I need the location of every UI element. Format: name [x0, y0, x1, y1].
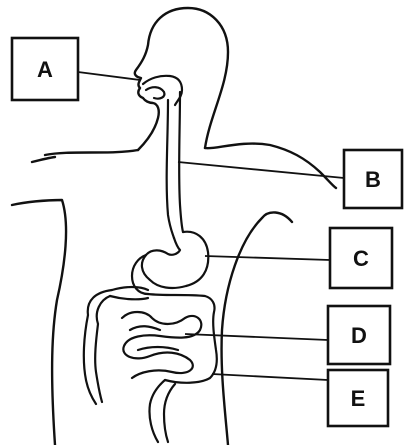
small-intestine	[122, 312, 201, 378]
label-text-e: E	[351, 386, 366, 411]
right-torso-side	[222, 212, 292, 445]
esophagus-front-wall	[167, 100, 174, 238]
label-text-d: D	[351, 323, 367, 348]
leader-line-d	[185, 334, 328, 340]
large-intestine	[95, 294, 217, 402]
digestive-organs	[84, 76, 217, 442]
leader-line-a	[78, 72, 140, 80]
leader-line-e	[212, 374, 328, 380]
label-text-a: A	[37, 57, 53, 82]
stomach	[142, 232, 208, 288]
label-c: C	[330, 228, 392, 288]
label-e: E	[328, 370, 388, 426]
left-torso-side	[12, 200, 66, 445]
left-shoulder	[45, 150, 138, 155]
rectum	[149, 380, 175, 442]
label-a: A	[12, 38, 78, 100]
tongue	[146, 87, 164, 98]
label-text-b: B	[365, 167, 381, 192]
label-text-c: C	[353, 246, 369, 271]
left-arm-edge	[32, 157, 55, 162]
label-d: D	[328, 306, 390, 364]
leader-line-c	[205, 256, 330, 260]
label-b: B	[344, 150, 402, 208]
leader-lines	[78, 72, 344, 380]
